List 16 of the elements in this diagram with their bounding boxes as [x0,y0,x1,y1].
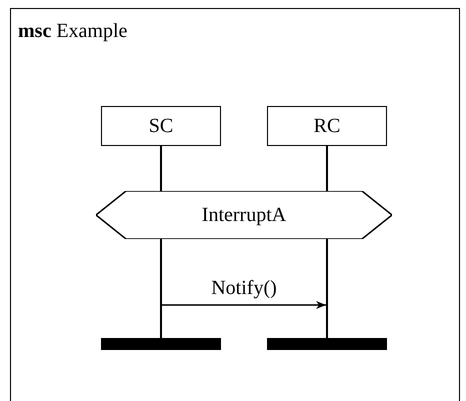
condition-label: InterruptA [202,205,286,225]
condition-hexagon [96,191,392,239]
msc-frame [10,8,460,401]
instance-name: RC [314,116,340,136]
message-arrow [162,301,326,309]
lifeline [326,239,328,338]
instance-name: SC [148,116,174,136]
lifeline [160,146,162,191]
instance-end-bar [101,338,221,350]
instance-head-box [101,106,221,146]
frame-title: msc Example [18,21,128,41]
lifeline [326,146,328,191]
lifeline [160,239,162,338]
instance-head-box [267,106,387,146]
edge-label: Notify() [211,278,277,298]
instance-end-bar [267,338,387,350]
